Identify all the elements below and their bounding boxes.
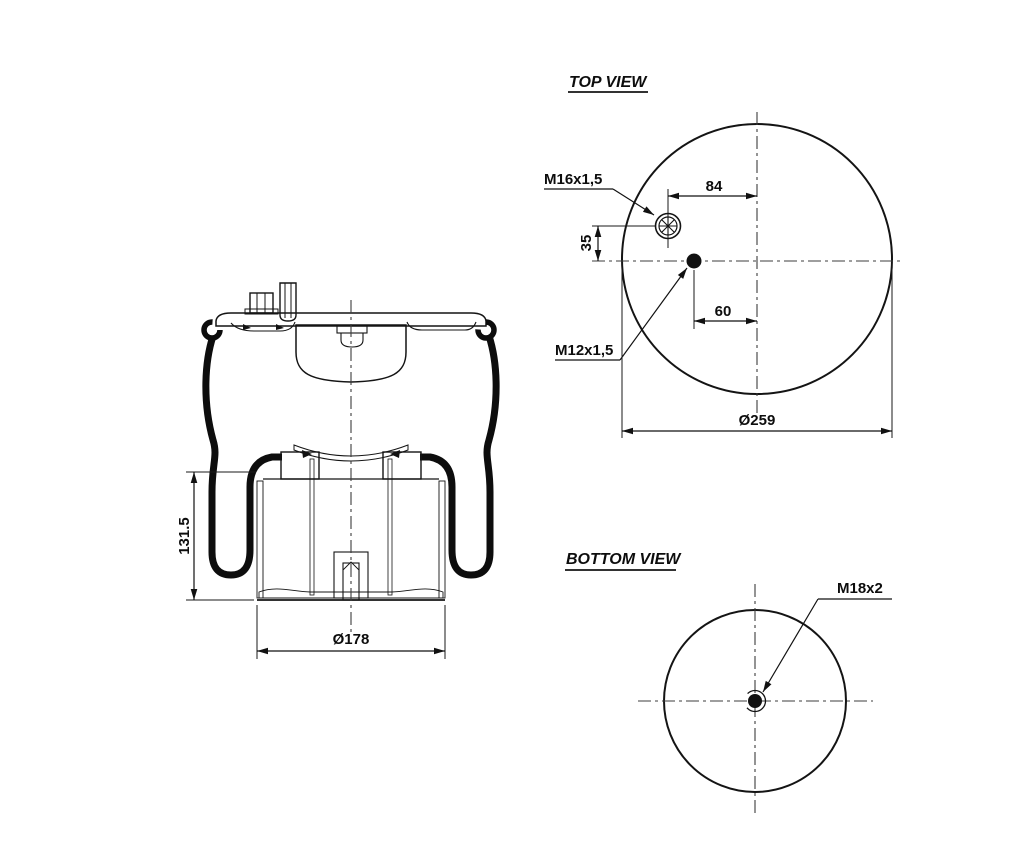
dim-60-text: 60 <box>715 303 732 320</box>
clamp-wedge <box>243 324 251 330</box>
dim-height: 131.5 <box>176 471 256 601</box>
plate-underside-right <box>406 321 477 331</box>
leader-thread: M18x2 <box>762 580 892 693</box>
bellow-right-wall <box>420 334 500 579</box>
dim-84-text: 84 <box>706 178 723 195</box>
bellow-left-wall <box>202 334 282 579</box>
air-fitting-label: M16x1,5 <box>544 171 602 188</box>
dim-plate-diameter: Ø259 <box>621 262 893 438</box>
piston-dish <box>293 444 409 462</box>
piston-sleeve-right <box>387 458 393 596</box>
dim-fitting-y: 35 <box>578 225 656 261</box>
plate-underside-left <box>230 321 296 332</box>
dim-35-text: 35 <box>578 235 595 252</box>
side-view: 131.5 Ø178 <box>176 282 500 659</box>
piston-wall-left <box>256 480 264 599</box>
mounting-stud-threaded <box>279 282 297 322</box>
top-plate <box>215 312 487 327</box>
mounting-stud-nut <box>249 292 274 314</box>
plate-bead-left <box>201 319 223 341</box>
piston-base-plate <box>258 588 444 599</box>
bottom-view: BOTTOM VIEW M18x2 <box>565 551 892 817</box>
top-view-title: TOP VIEW <box>569 74 648 91</box>
dim-base-diameter-text: Ø178 <box>333 631 370 648</box>
piston-wall-right <box>438 480 446 599</box>
clamp-wedge <box>276 324 284 330</box>
stud-position-marker <box>686 253 702 269</box>
stud-washer <box>244 308 279 315</box>
air-fitting-icon <box>654 212 682 240</box>
mounting-stud-label: M12x1,5 <box>555 342 613 359</box>
hole-chamfer <box>342 561 360 571</box>
bumper-recess-upper <box>336 325 368 334</box>
piston-sleeve-left <box>309 458 315 596</box>
leader-air-fitting: M16x1,5 <box>544 171 655 216</box>
dim-259-text: Ø259 <box>739 412 776 429</box>
dim-stud-x: 60 <box>693 270 757 329</box>
thread-hole-icon <box>743 689 767 713</box>
dim-fitting-x: 84 <box>667 178 757 248</box>
bottom-view-title: BOTTOM VIEW <box>566 551 682 568</box>
leader-mounting-stud: M12x1,5 <box>555 267 688 361</box>
dim-height-text: 131.5 <box>176 517 193 555</box>
bumper-recess-lower <box>340 332 364 348</box>
top-view: TOP VIEW 84 35 60 <box>544 74 903 438</box>
dish-weld-right <box>390 450 400 458</box>
thread-label: M18x2 <box>837 580 883 597</box>
dish-weld-left <box>302 450 312 458</box>
dim-base-diameter: Ø178 <box>256 605 446 659</box>
